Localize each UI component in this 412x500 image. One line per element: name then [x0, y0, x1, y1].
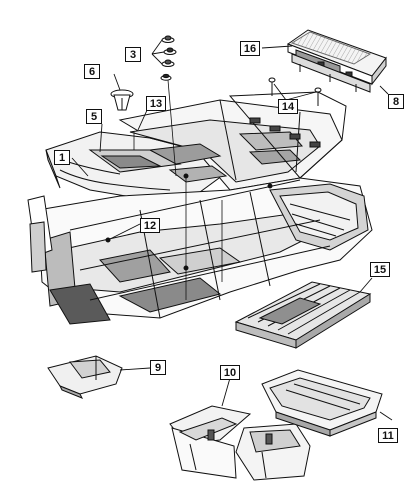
callout-8: 8	[388, 94, 404, 109]
callout-3: 3	[125, 47, 141, 62]
part-16-rear-panel	[286, 29, 387, 86]
part-9-bracket	[47, 355, 123, 399]
part-3-fasteners	[160, 35, 177, 81]
part-15-load-floor	[234, 281, 372, 349]
callout-leaders	[71, 39, 393, 421]
part-10-floor-mats	[169, 405, 311, 481]
part-8-bracket	[291, 53, 371, 93]
callout-6: 6	[84, 64, 100, 79]
part-6-push-pin	[110, 89, 134, 111]
fastener-leaders	[133, 79, 223, 300]
callout-13: 13	[146, 96, 166, 111]
part-11-cargo-tray	[261, 369, 383, 437]
callout-14: 14	[278, 99, 298, 114]
callout-12: 12	[140, 218, 160, 233]
part-14-rear-carpet	[228, 77, 347, 179]
callout-9: 9	[150, 360, 166, 375]
callout-10: 10	[220, 365, 240, 380]
callout-5: 5	[86, 109, 102, 124]
body-floor-pan	[27, 173, 373, 325]
callout-15: 15	[370, 262, 390, 277]
callout-16: 16	[240, 41, 260, 56]
callout-1: 1	[54, 150, 70, 165]
callout-11: 11	[378, 428, 398, 443]
part-5-middle-carpet	[118, 99, 343, 191]
